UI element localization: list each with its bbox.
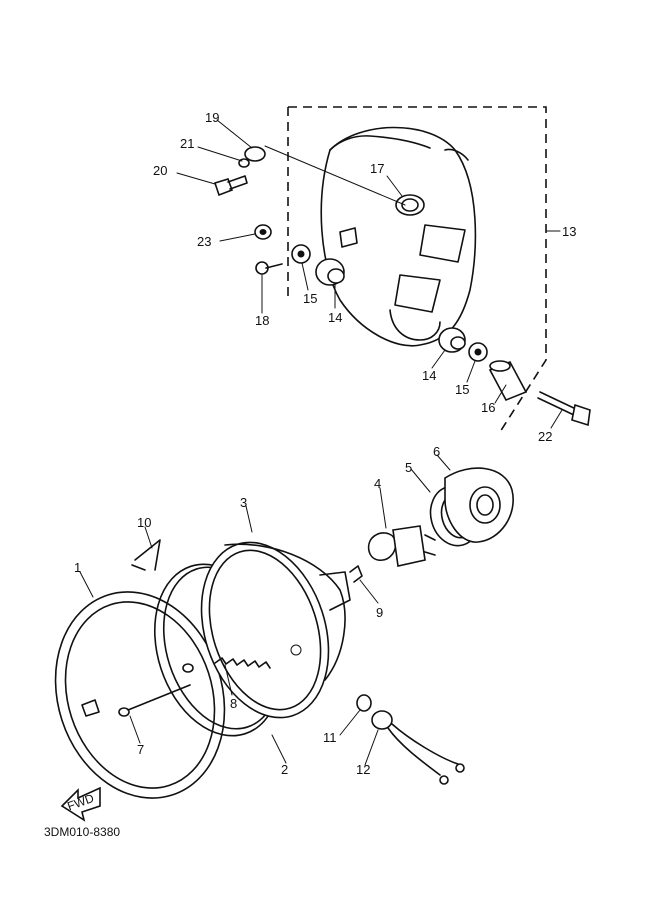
- socket-cover-6: [444, 467, 514, 543]
- callout-15b: 15: [455, 382, 469, 397]
- bulb-socket-12: [371, 710, 465, 785]
- callout-3: 3: [240, 495, 247, 510]
- collar-15-left: [291, 244, 311, 264]
- callout-23: 23: [197, 234, 211, 249]
- spacer-16: [488, 360, 528, 402]
- callout-19: 19: [205, 110, 219, 125]
- callout-17: 17: [370, 161, 384, 176]
- leader-lines: [79, 119, 563, 766]
- position-bulb-11: [356, 694, 372, 712]
- callout-7: 7: [137, 742, 144, 757]
- nut-23: [254, 224, 272, 240]
- callout-14b: 14: [422, 368, 436, 383]
- callout-1: 1: [74, 560, 81, 575]
- callout-13: 13: [562, 224, 576, 239]
- forward-arrow: FWD: [60, 786, 101, 822]
- clip-10: [131, 539, 161, 571]
- headlight-unit: [200, 541, 351, 719]
- callout-9: 9: [376, 605, 383, 620]
- callout-2: 2: [281, 762, 288, 777]
- clip-9: [349, 565, 363, 583]
- grommet-14-right: [438, 327, 466, 353]
- bolt-20: [213, 175, 248, 197]
- callout-10: 10: [137, 515, 151, 530]
- callout-22: 22: [538, 429, 552, 444]
- callout-5: 5: [405, 460, 412, 475]
- callout-16: 16: [481, 400, 495, 415]
- callout-15a: 15: [303, 291, 317, 306]
- screw-18: [255, 261, 283, 275]
- group-13-dashed-box: [287, 106, 547, 433]
- callout-12: 12: [356, 762, 370, 777]
- bolt-22: [537, 391, 591, 427]
- grommet-14-left: [315, 258, 345, 286]
- diagram-code: 3DM010-8380: [44, 825, 120, 839]
- callout-18: 18: [255, 313, 269, 328]
- adjusting-screw-7: [118, 684, 191, 717]
- callout-11: 11: [323, 730, 337, 745]
- bulb-4: [367, 525, 436, 567]
- callout-21: 21: [180, 136, 194, 151]
- callout-6: 6: [433, 444, 440, 459]
- callout-8: 8: [230, 696, 237, 711]
- collar-15-right: [468, 342, 488, 362]
- spring-8: [214, 657, 271, 669]
- plate-19: [244, 146, 266, 162]
- headlight-housing: [320, 126, 477, 347]
- callout-14a: 14: [328, 310, 342, 325]
- callout-20: 20: [153, 163, 167, 178]
- callout-4: 4: [374, 476, 381, 491]
